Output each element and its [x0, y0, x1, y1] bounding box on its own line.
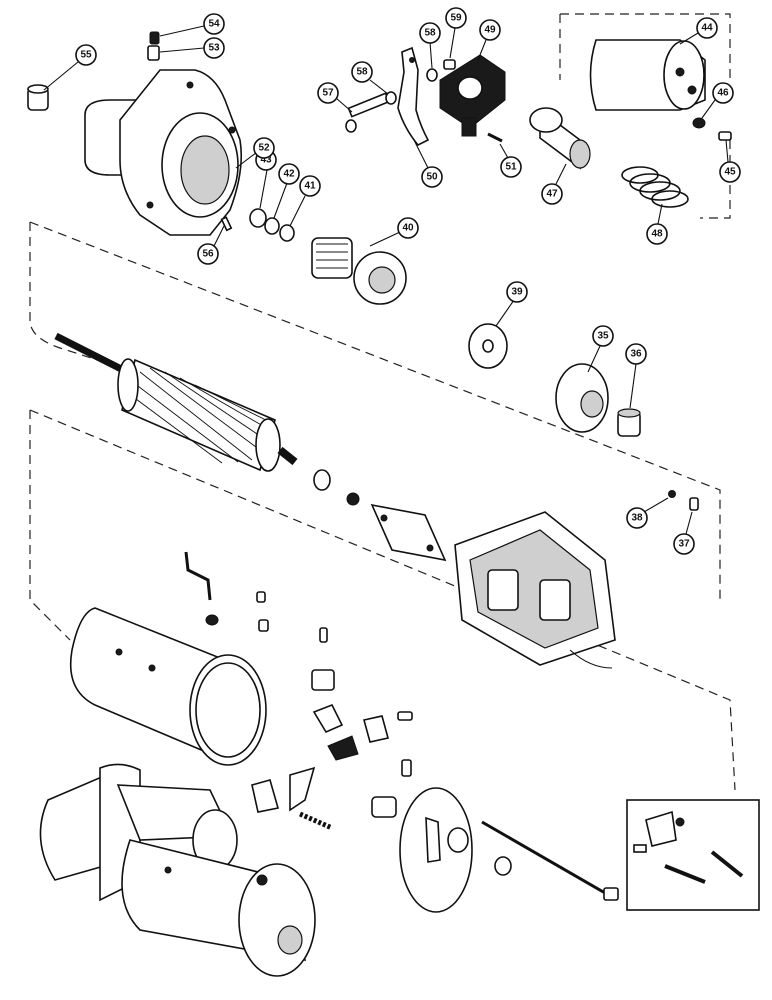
callout-52: 52 — [235, 137, 275, 169]
callout-54: 54 — [159, 13, 225, 37]
part-small-washer — [494, 856, 512, 876]
callout-59: 59 — [445, 7, 467, 59]
part-plug-53-54 — [147, 31, 160, 61]
callout-42: 42 — [273, 163, 300, 219]
part-dowel-pin — [298, 811, 334, 831]
svg-text:54: 54 — [208, 19, 220, 30]
part-spring-48 — [621, 166, 689, 208]
part-bolt-57 — [345, 92, 391, 133]
part-brushes — [311, 669, 413, 777]
part-nut-46 — [692, 117, 706, 129]
svg-text:48: 48 — [651, 229, 663, 240]
svg-text:41: 41 — [304, 181, 316, 192]
part-bushing-36 — [617, 408, 641, 437]
part-solenoid-44 — [589, 39, 706, 111]
callouts: 35 36 37 38 39 40 41 — [43, 7, 741, 555]
svg-text:51: 51 — [505, 162, 517, 173]
svg-text:49: 49 — [484, 25, 496, 36]
part-field-frame — [69, 607, 267, 766]
part-plunger-plate-49 — [439, 54, 506, 137]
callout-36: 36 — [625, 343, 647, 409]
svg-text:52: 52 — [258, 143, 270, 154]
callout-46: 46 — [701, 82, 734, 119]
callout-56: 56 — [197, 225, 225, 265]
callout-48: 48 — [646, 203, 668, 245]
svg-text:42: 42 — [283, 169, 295, 180]
callout-57: 57 — [317, 82, 353, 113]
part-brush-holder — [370, 503, 447, 562]
callout-41: 41 — [289, 175, 321, 227]
part-drive-housing-52 — [84, 69, 243, 236]
part-field-coils — [454, 511, 616, 669]
inset-hardware-box — [626, 799, 760, 911]
part-armature — [54, 332, 298, 472]
part-nut-59 — [443, 59, 456, 70]
svg-text:43: 43 — [260, 155, 272, 166]
part-terminal-hardware — [184, 551, 328, 643]
svg-text:35: 35 — [597, 331, 609, 342]
svg-text:45: 45 — [724, 167, 736, 178]
callout-51: 51 — [499, 143, 522, 178]
callout-53: 53 — [159, 37, 225, 59]
svg-text:39: 39 — [511, 287, 523, 298]
svg-text:58: 58 — [424, 28, 436, 39]
part-washer-58 — [385, 68, 438, 105]
part-washer-38 — [668, 490, 676, 498]
callout-40: 40 — [369, 217, 419, 247]
part-drive-assembly-40 — [311, 237, 407, 305]
svg-text:58: 58 — [356, 67, 368, 78]
svg-text:53: 53 — [208, 43, 220, 54]
part-plate-35 — [555, 363, 609, 433]
svg-text:50: 50 — [426, 172, 438, 183]
assembly-dashed-outlines — [29, 13, 736, 791]
svg-text:46: 46 — [717, 88, 729, 99]
part-through-bolt — [481, 820, 619, 901]
part-washer-39 — [468, 323, 508, 369]
part-screw-37 — [689, 497, 699, 511]
svg-text:40: 40 — [402, 223, 414, 234]
part-screw-45 — [718, 131, 732, 141]
callout-44: 44 — [679, 17, 718, 45]
callout-47: 47 — [541, 163, 567, 205]
callout-55: 55 — [43, 44, 97, 91]
callout-39: 39 — [495, 281, 528, 327]
svg-text:59: 59 — [450, 13, 462, 24]
svg-text:36: 36 — [630, 349, 642, 360]
svg-text:38: 38 — [631, 513, 643, 524]
callout-58b: 58 — [419, 22, 441, 69]
part-plunger-47 — [529, 107, 591, 170]
svg-text:55: 55 — [80, 50, 92, 61]
callout-43: 43 — [255, 149, 277, 209]
callout-49: 49 — [477, 19, 501, 61]
part-thrust-washers — [313, 469, 360, 506]
callout-35: 35 — [587, 325, 614, 373]
part-shift-lever-50 — [397, 46, 430, 147]
callout-37: 37 — [673, 511, 695, 555]
callout-58a: 58 — [351, 61, 389, 95]
svg-text:56: 56 — [202, 249, 214, 260]
svg-text:37: 37 — [678, 539, 690, 550]
part-pin-56 — [220, 216, 233, 232]
part-pin-51 — [487, 132, 503, 143]
part-washers-41-43 — [249, 208, 295, 242]
part-brush-plate — [251, 766, 316, 813]
svg-text:44: 44 — [701, 23, 713, 34]
assembled-starter — [39, 763, 316, 977]
callout-50: 50 — [413, 139, 443, 188]
svg-text:47: 47 — [546, 189, 558, 200]
callout-45: 45 — [719, 139, 741, 183]
callout-38: 38 — [626, 497, 669, 529]
part-commutator-end-frame — [371, 787, 473, 913]
svg-text:57: 57 — [322, 88, 334, 99]
part-bushing-55 — [27, 84, 49, 111]
